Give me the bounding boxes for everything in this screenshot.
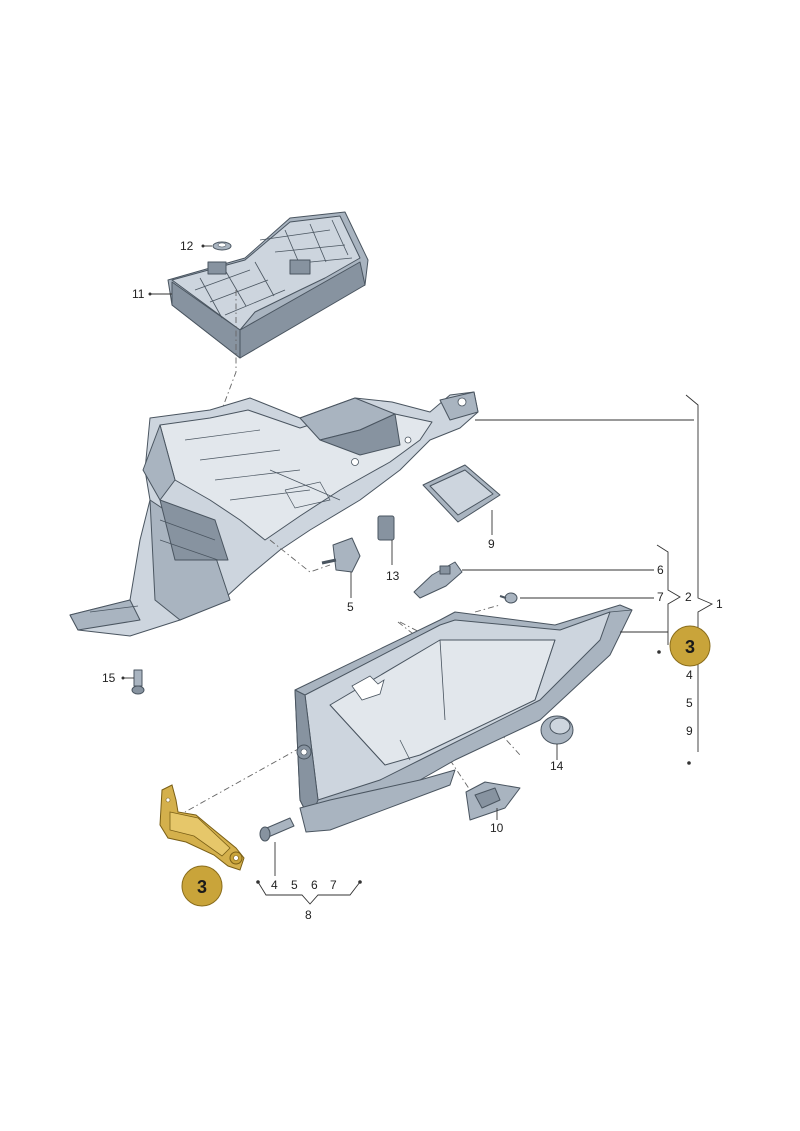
- label-6-bottom: 6: [311, 878, 318, 892]
- label-10: 10: [490, 821, 504, 835]
- part-2-glovebox-compartment[interactable]: [294, 604, 633, 833]
- label-15: 15: [102, 671, 116, 685]
- label-4-right: 4: [686, 668, 693, 682]
- part-4-pin[interactable]: [259, 817, 295, 842]
- part-labels: 12 11 9 13 5 6 7 2 1 4 5 9 15 14 10 4 5 …: [102, 239, 723, 922]
- label-7-bottom: 7: [330, 878, 337, 892]
- label-5: 5: [347, 600, 354, 614]
- bracket-group-8: [256, 880, 362, 905]
- label-13: 13: [386, 569, 400, 583]
- label-12: 12: [180, 239, 194, 253]
- part-5-damper-upper[interactable]: [321, 537, 361, 573]
- callout-3-right[interactable]: 3: [669, 625, 711, 667]
- alignment-line-carrier-low: [269, 539, 331, 573]
- label-11: 11: [132, 287, 145, 301]
- alignment-line-hinge: [184, 747, 301, 813]
- part-9-cover-plate[interactable]: [422, 464, 501, 523]
- part-14-round-cap[interactable]: [540, 715, 574, 745]
- part-15-bolt[interactable]: [131, 669, 145, 695]
- label-4-bottom: 4: [271, 878, 278, 892]
- label-8: 8: [305, 908, 312, 922]
- part-11-storage-tray[interactable]: [167, 211, 369, 359]
- label-9: 9: [488, 537, 495, 551]
- label-7: 7: [657, 590, 664, 604]
- callout-3-right-text: 3: [685, 637, 695, 657]
- part-12-clip-nut[interactable]: [212, 241, 232, 251]
- part-3-hinge-damper-highlighted[interactable]: [159, 784, 245, 871]
- part-6-latch[interactable]: [413, 561, 463, 599]
- label-5-right: 5: [686, 696, 693, 710]
- part-1-glovebox-carrier[interactable]: [69, 391, 479, 637]
- label-2: 2: [685, 590, 692, 604]
- callout-3-left[interactable]: 3: [181, 865, 223, 907]
- leader-lines: [121, 244, 694, 876]
- part-7-screw[interactable]: [499, 592, 518, 604]
- alignment-line-tray: [217, 290, 261, 471]
- alignment-line-screw: [474, 604, 501, 613]
- label-6: 6: [657, 563, 664, 577]
- label-9-right: 9: [686, 724, 693, 738]
- part-13-clip[interactable]: [377, 515, 395, 541]
- label-14: 14: [550, 759, 564, 773]
- label-1: 1: [716, 597, 723, 611]
- part-10-lock-bracket[interactable]: [465, 781, 521, 821]
- alignment-line-handle: [449, 759, 471, 791]
- bracket-group-2: [656, 544, 681, 654]
- callout-3-left-text: 3: [197, 877, 207, 897]
- label-5-bottom: 5: [291, 878, 298, 892]
